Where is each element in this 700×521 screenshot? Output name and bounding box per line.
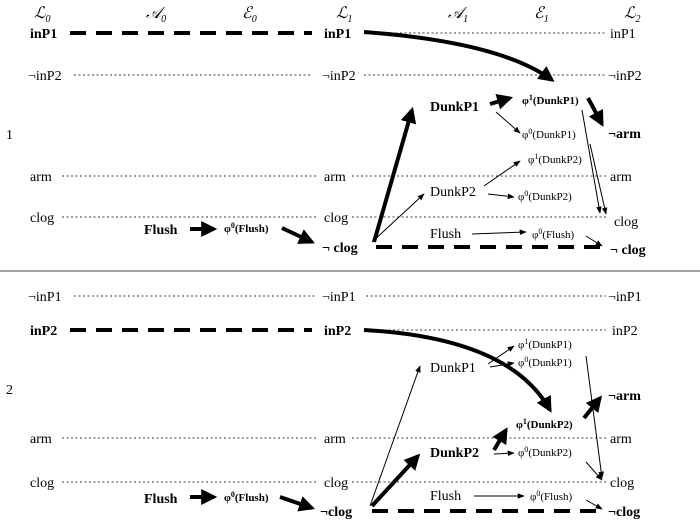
effect-phi1-dunkP2: φ1(DunkP2) (528, 152, 582, 166)
header-literal-level-0: ℒ0 (34, 5, 51, 25)
action-flush: Flush (144, 492, 178, 507)
literal-not-clog: ¬clog (608, 505, 640, 520)
edge (279, 495, 316, 512)
header-literal-level-1: ℒ1 (336, 5, 353, 25)
column-headers: ℒ0 𝒜0 ℰ0 ℒ1 𝒜1 ℰ1 ℒ2 (34, 5, 641, 25)
literal-inP2: inP2 (324, 324, 351, 339)
effect-phi0-flush: φ0(Flush) (530, 489, 572, 503)
literal-not-arm: ¬arm (608, 127, 641, 142)
effect-phi0-dunkP1: φ0(DunkP1) (522, 127, 576, 141)
action-dunkP1: DunkP1 (430, 361, 476, 376)
edge (585, 461, 603, 481)
edge (483, 160, 521, 187)
edge (586, 97, 604, 127)
action-dunkP2: DunkP2 (430, 185, 476, 200)
literal-clog: clog (324, 476, 348, 491)
effect-phi0-flush: φ0(Flush) (224, 221, 269, 235)
scenario-2: 2 ¬inP1 inP2 arm clog ¬inP1 inP2 arm clo… (6, 290, 642, 520)
literal-clog: clog (30, 476, 54, 491)
literal-inP1: inP1 (610, 27, 636, 42)
edge (589, 143, 608, 215)
literal-clog: clog (30, 211, 54, 226)
edge (363, 30, 555, 82)
literal-inP2: inP2 (612, 324, 638, 339)
edge (487, 345, 515, 365)
edge (363, 328, 552, 413)
action-dunkP2: DunkP2 (430, 446, 479, 461)
literal-not-inP2: ¬inP2 (322, 69, 356, 84)
effect-phi0-dunkP1: φ0(DunkP1) (518, 355, 572, 369)
literal-arm: arm (610, 170, 632, 185)
literal-arm: arm (30, 432, 52, 447)
edge (489, 94, 514, 110)
literal-inP1: inP1 (30, 27, 57, 42)
edge (489, 361, 515, 368)
edge (369, 365, 421, 507)
edge (495, 111, 521, 134)
header-action-level-1: 𝒜1 (448, 5, 468, 25)
literal-inP1: inP1 (324, 27, 351, 42)
literal-not-inP2: ¬inP2 (28, 69, 62, 84)
literal-not-clog: ¬ clog (322, 241, 358, 256)
header-effect-level-1: ℰ1 (534, 5, 549, 25)
action-dunkP1: DunkP1 (430, 100, 479, 115)
literal-not-inP1: ¬inP1 (322, 290, 356, 305)
header-literal-level-2: ℒ2 (624, 5, 641, 25)
edge (493, 450, 515, 457)
literal-inP2: inP2 (30, 324, 57, 339)
edge (585, 499, 603, 510)
edge (372, 106, 417, 243)
edge (581, 109, 602, 214)
header-effect-level-0: ℰ0 (242, 5, 257, 25)
scenario-number: 1 (6, 128, 13, 143)
literal-not-inP1: ¬inP1 (28, 290, 62, 305)
edge (585, 235, 603, 247)
scenario-1: 1 inP1 ¬inP2 arm clog inP1 ¬inP2 arm clo… (6, 27, 646, 258)
edge (487, 193, 515, 200)
effect-phi0-dunkP2: φ0(DunkP2) (518, 189, 572, 203)
scenario-number: 2 (6, 383, 13, 398)
literal-arm: arm (324, 432, 346, 447)
edge (492, 427, 508, 452)
action-flush: Flush (144, 223, 178, 238)
literal-arm: arm (610, 432, 632, 447)
literal-not-clog: ¬clog (320, 505, 352, 520)
edge (582, 395, 602, 420)
literal-not-inP1: ¬inP1 (608, 290, 642, 305)
effect-phi1-dunkP2: φ1(DunkP2) (516, 417, 573, 431)
literal-clog: clog (610, 476, 634, 491)
effect-phi1-dunkP1: φ1(DunkP1) (518, 337, 572, 351)
literal-not-inP2: ¬inP2 (608, 69, 642, 84)
header-action-level-0: 𝒜0 (146, 5, 166, 25)
literal-clog: clog (614, 215, 638, 230)
literal-arm: arm (30, 170, 52, 185)
action-flush: Flush (430, 489, 461, 504)
effect-phi0-flush: φ0(Flush) (224, 490, 269, 504)
edge (370, 453, 421, 508)
effect-phi1-dunkP1: φ1(DunkP1) (522, 93, 579, 107)
edge (471, 229, 527, 236)
effect-phi0-flush: φ0(Flush) (532, 227, 574, 241)
edge (371, 193, 425, 243)
edge (585, 355, 604, 479)
literal-not-clog: ¬ clog (610, 243, 646, 258)
literal-not-arm: ¬arm (608, 389, 641, 404)
action-flush: Flush (430, 227, 461, 242)
literal-arm: arm (324, 170, 346, 185)
effect-phi0-dunkP2: φ0(DunkP2) (518, 445, 572, 459)
edge (281, 226, 315, 244)
literal-clog: clog (324, 211, 348, 226)
